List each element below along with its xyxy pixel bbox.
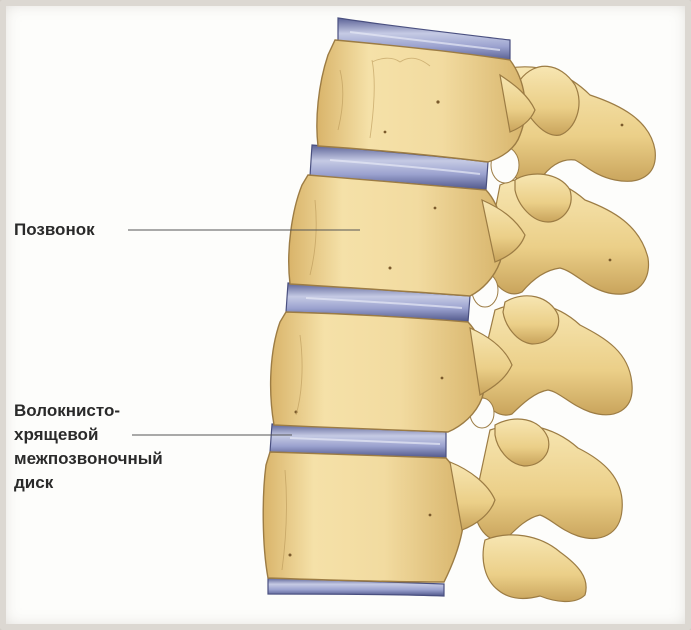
vertebra-label: Позвонок (14, 219, 95, 241)
disc-label-line-1: Волокнисто- (14, 400, 120, 422)
vertebra-body-1 (317, 40, 525, 162)
disc-label-line-3: межпозвоночный (14, 448, 163, 470)
vertebra-body-3 (271, 312, 486, 432)
spinous-process-5 (483, 535, 586, 602)
disc-label-line-4: диск (14, 472, 53, 494)
disc-label-line-2: хрящевой (14, 424, 98, 446)
vertebra-body-2 (289, 175, 503, 296)
vertebra-body-4 (263, 452, 464, 582)
